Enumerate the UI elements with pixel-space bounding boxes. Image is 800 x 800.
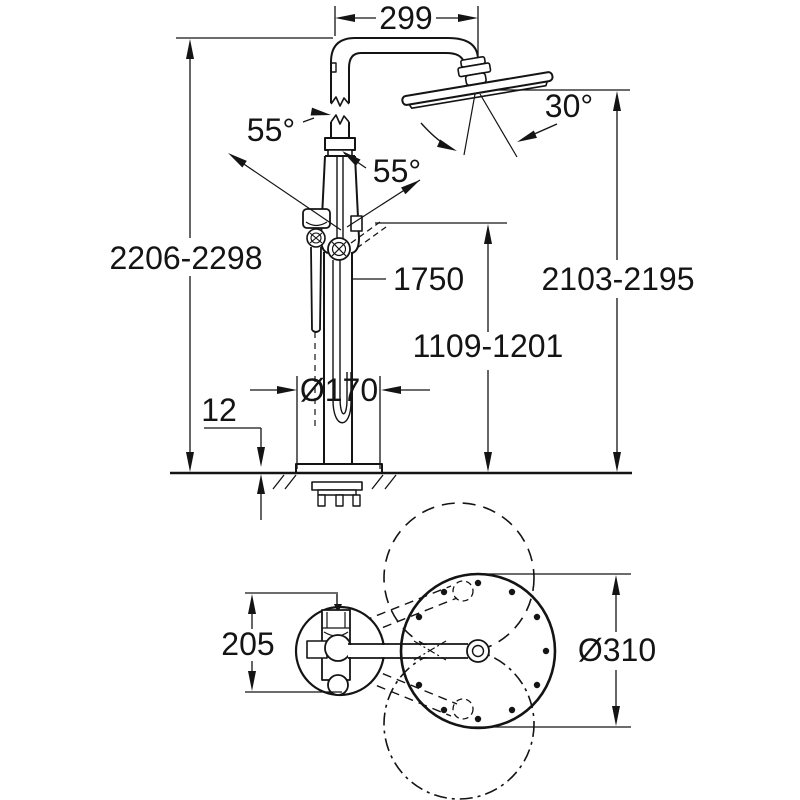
dim-hose-length: 1750 <box>352 261 464 297</box>
base-and-floor <box>170 463 632 507</box>
plan-view: 205 Ø310 <box>221 502 656 800</box>
dim-arm-reach-label: 299 <box>379 0 432 36</box>
dim-head-height-label: 2103-2195 <box>541 261 694 297</box>
dim-holder-swivel-right-label: 55° <box>373 153 421 189</box>
hand-shower <box>302 208 331 333</box>
dim-holder-swivel-left-label: 55° <box>247 112 295 148</box>
dim-head-tilt-label: 30° <box>545 88 593 124</box>
dim-total-height: 2206-2298 <box>109 37 333 472</box>
dim-base-thickness-label: 12 <box>201 392 237 428</box>
riser-pipe-and-arm <box>330 37 479 138</box>
dim-head-diameter: Ø310 <box>470 573 656 728</box>
dim-head-height: 2103-2195 <box>497 89 695 472</box>
dim-base-diameter-label: Ø170 <box>300 372 378 408</box>
plan-valve-body <box>294 594 386 697</box>
lower-column <box>314 252 353 464</box>
plan-arm <box>348 639 490 663</box>
diverter-knob <box>350 215 363 232</box>
side-view: 299 2206-2298 2103-2195 1109-1201 <box>109 0 695 520</box>
dim-head-diameter-label: Ø310 <box>578 632 656 668</box>
mixer-body <box>320 137 363 261</box>
dim-outlet-height: 1109-1201 <box>375 222 564 472</box>
dim-arm-reach: 299 <box>334 0 479 55</box>
shower-head <box>401 55 554 109</box>
nozzle-dots <box>415 579 550 723</box>
dim-hose-length-label: 1750 <box>393 261 464 297</box>
head-tilt-indicator <box>420 93 558 158</box>
diverter-ball <box>327 237 351 261</box>
dim-holder-swivel-right: 55° <box>342 151 421 228</box>
dim-base-diameter: Ø170 <box>250 372 430 469</box>
dim-outlet-height-label: 1109-1201 <box>413 328 564 364</box>
dim-base-thickness: 12 <box>201 392 265 520</box>
dim-holder-swivel-left: 55° <box>228 107 342 231</box>
dim-body-depth: 205 <box>221 592 342 693</box>
dim-total-height-label: 2206-2298 <box>109 240 262 276</box>
holder-ghost-dashes <box>350 221 387 249</box>
dim-body-depth-label: 205 <box>221 626 274 662</box>
